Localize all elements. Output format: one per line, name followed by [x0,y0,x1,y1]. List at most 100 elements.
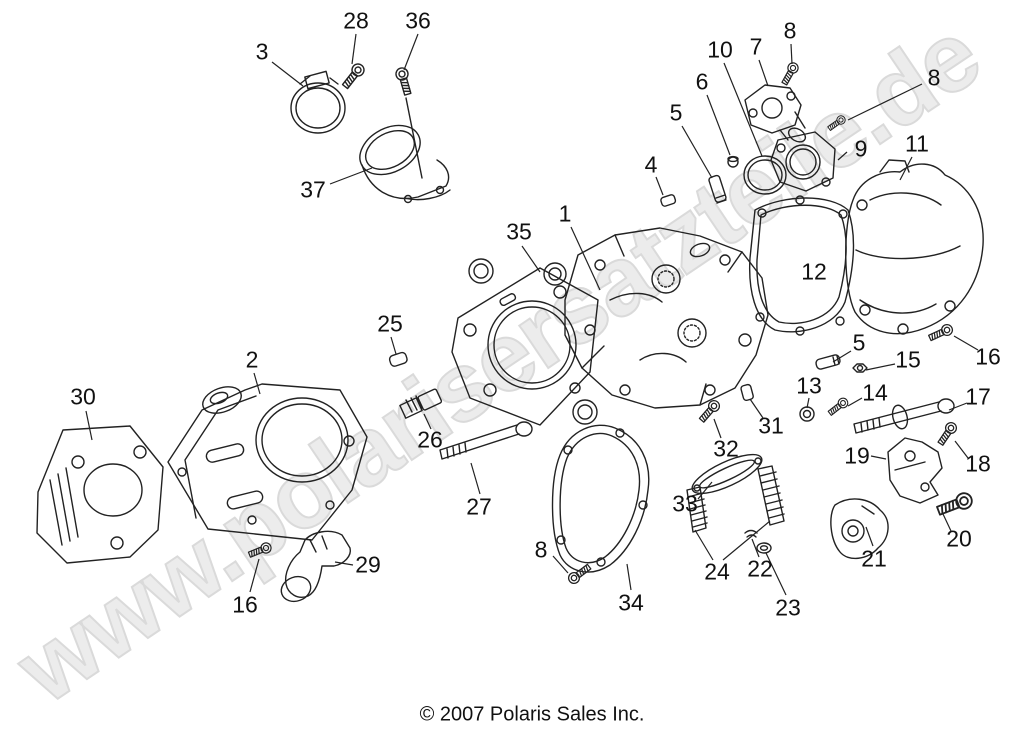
leader-line-16 [249,558,260,593]
callout-36: 36 [405,7,431,34]
callout-10: 10 [707,36,733,63]
valve-cover-gasket-part-12 [748,195,855,336]
long-bolt-part-17 [853,398,955,434]
leader-line-4 [655,176,664,196]
leader-line-8 [790,43,793,65]
leader-line-31 [749,398,764,419]
leader-line-2 [253,372,261,395]
callout-16: 16 [975,343,1001,370]
leader-line-23 [765,552,787,596]
callout-8: 8 [534,536,548,563]
leader-line-36 [403,33,419,71]
thermostat-housing-part-7 [744,84,807,143]
callout-13: 13 [796,372,822,399]
cylinder-head-part-1 [564,227,769,409]
callout-26: 26 [417,426,443,453]
o-ring-part-10 [743,155,787,195]
callout-31: 31 [758,412,784,439]
leader-line-34 [626,563,632,591]
callout-35: 35 [506,218,532,245]
leader-line-24 [694,529,714,561]
leader-line-9 [837,151,848,161]
callout-12: 12 [801,258,827,285]
callout-27: 27 [466,493,492,520]
nut-part-15 [852,363,868,373]
copyright-text: © 2007 Polaris Sales Inc. [419,703,645,726]
bolt-part-36 [393,65,423,179]
leader-line-10 [723,62,763,157]
callout-18: 18 [965,450,991,477]
cap-nut-part-6 [727,155,739,168]
callout-21: 21 [861,545,887,572]
callout-34: 34 [618,589,644,616]
callout-2: 2 [245,346,259,373]
side-cover-part-34 [551,424,650,573]
callout-32: 32 [713,435,739,462]
leader-line-25 [390,336,397,355]
fitting-part-26 [399,388,443,419]
leader-line-7 [758,59,769,87]
intake-flange-part-37 [359,124,451,204]
leader-line-30 [85,410,93,441]
leader-line-37 [329,167,373,185]
valve-seal-rings [468,258,598,425]
dowel-pin-part-5-upper [708,174,727,204]
callout-15: 15 [895,346,921,373]
callout-8: 8 [783,17,797,44]
leader-line-22 [751,538,760,558]
leader-line-35 [521,245,541,273]
rocker-bracket-part-19 [887,437,943,504]
leader-line-1 [570,226,601,291]
leader-line-11 [899,156,913,181]
leader-line-29 [334,561,354,566]
cylinder-part-2 [167,383,368,541]
leader-line-20 [942,513,952,532]
callout-20: 20 [946,525,972,552]
callout-22: 22 [747,555,773,582]
long-bolt-part-27 [439,421,533,460]
leader-line-5 [832,350,852,363]
dowel-part-25 [388,351,408,367]
leader-line-21 [865,526,874,547]
callout-5: 5 [669,99,683,126]
leader-line-16 [953,335,979,351]
leader-line-15 [865,363,896,371]
bushing-part-31 [740,383,754,402]
valve-cover-part-11 [845,159,984,335]
leader-line-32 [713,418,722,439]
leader-line-14 [847,397,863,407]
leader-line-24 [722,520,771,561]
leader-line-13 [806,397,810,409]
leader-line-6 [706,94,731,156]
callout-3: 3 [255,38,269,65]
callout-4: 4 [644,151,658,178]
callout-29: 29 [355,551,381,578]
callout-5: 5 [852,329,866,356]
rocker-arm-part-21 [830,498,889,559]
callout-11: 11 [905,130,929,157]
callout-7: 7 [749,33,763,60]
callout-8: 8 [927,64,941,91]
leader-line-19 [870,455,887,460]
callout-6: 6 [695,68,709,95]
clamp-part-3 [290,70,346,134]
callout-1: 1 [558,200,572,227]
callout-19: 19 [844,442,870,469]
valve-spring-part-24-right [757,465,785,526]
leader-line-17 [948,402,968,411]
leader-line-27 [470,462,481,495]
callout-25: 25 [377,310,403,337]
leader-line-8 [847,83,923,121]
outlet-flange-part-9 [770,131,836,192]
callout-28: 28 [343,7,369,34]
callout-16: 16 [232,591,258,618]
callout-37: 37 [300,176,326,203]
callout-24: 24 [704,558,730,585]
callout-23: 23 [775,594,801,621]
keeper-part-23 [756,542,772,554]
leader-line-26 [423,413,432,430]
